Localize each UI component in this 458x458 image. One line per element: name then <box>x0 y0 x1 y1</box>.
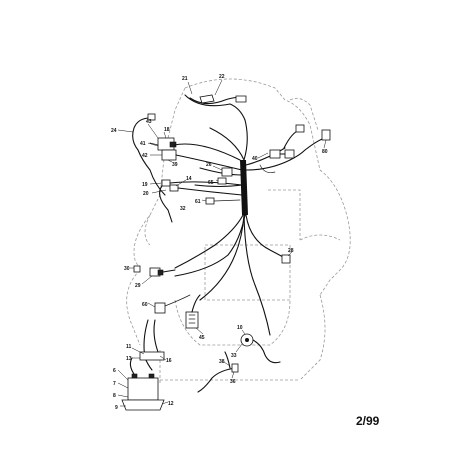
switch-cluster <box>149 179 243 223</box>
callout-7: 7 <box>113 381 116 387</box>
left-plugs <box>130 265 176 285</box>
callout-14: 14 <box>186 176 192 182</box>
callout-labels: 21 22 24 43 18 41 42 39 19 14 20 40 80 2… <box>111 74 328 411</box>
right-switch <box>281 251 293 264</box>
callout-40: 40 <box>252 156 258 162</box>
callout-26: 26 <box>206 162 212 168</box>
callout-19: 19 <box>142 182 148 188</box>
callout-42: 42 <box>142 153 148 159</box>
ignition-switch <box>235 329 281 364</box>
relay-cluster <box>147 123 243 171</box>
callout-36: 36 <box>230 379 236 385</box>
callout-18: 18 <box>164 127 170 133</box>
callout-33: 33 <box>231 353 237 359</box>
callout-20: 20 <box>143 191 149 197</box>
callout-29: 29 <box>135 283 141 289</box>
callout-21: 21 <box>182 76 188 82</box>
tractor-outline <box>126 78 351 385</box>
callout-11: 11 <box>126 344 132 350</box>
callout-22: 22 <box>219 74 225 80</box>
callout-60: 60 <box>142 302 148 308</box>
callout-6: 6 <box>113 368 116 374</box>
callout-30: 30 <box>124 266 130 272</box>
callout-38: 38 <box>219 359 225 365</box>
callout-43: 43 <box>146 119 152 125</box>
callout-16: 16 <box>166 358 172 364</box>
bottom-cable <box>197 351 239 393</box>
callout-13: 13 <box>126 356 132 362</box>
callout-80: 80 <box>322 149 328 155</box>
part-24 <box>117 113 166 196</box>
callout-28: 28 <box>288 248 294 254</box>
callout-65: 65 <box>208 180 214 186</box>
right-connectors <box>257 124 331 174</box>
part-21-22 <box>184 79 247 107</box>
callout-12: 12 <box>168 401 174 407</box>
callout-9: 9 <box>115 405 118 411</box>
middle-parts <box>201 165 241 205</box>
battery-assembly <box>117 319 169 411</box>
callout-45: 45 <box>199 335 205 341</box>
callout-32: 32 <box>180 206 186 212</box>
callout-24: 24 <box>111 128 117 134</box>
callout-8: 8 <box>113 393 116 399</box>
center-lower-parts <box>147 294 204 335</box>
main-harness <box>174 103 291 336</box>
page-number: 2/99 <box>356 414 380 428</box>
callout-39: 39 <box>172 162 178 168</box>
callout-61: 61 <box>195 199 201 205</box>
callout-41: 41 <box>140 141 146 147</box>
callout-10: 10 <box>237 325 243 331</box>
